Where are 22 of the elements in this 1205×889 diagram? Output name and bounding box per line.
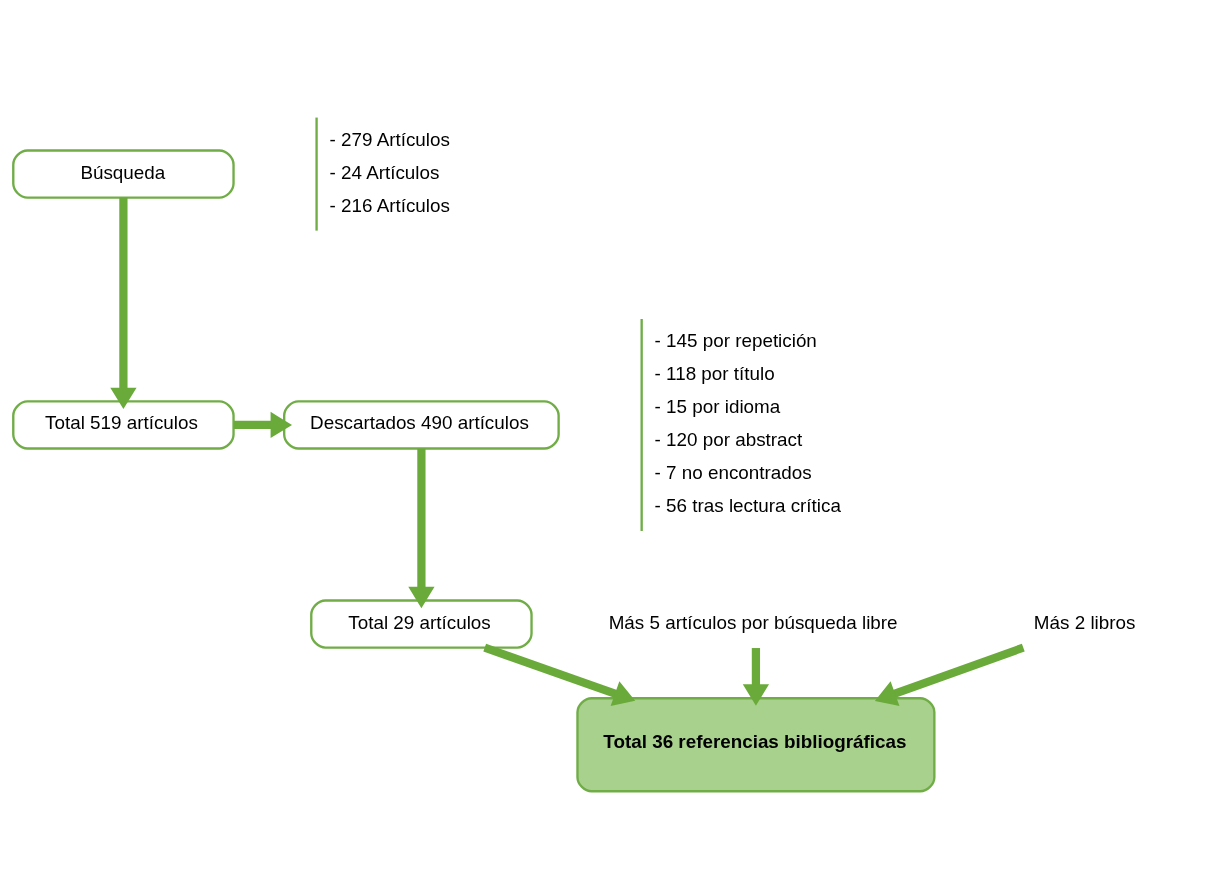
node-label: - 216 Artículos <box>329 194 450 216</box>
node-label: - 56 tras lectura crítica <box>654 494 841 516</box>
arrow <box>110 197 137 409</box>
node-label: - 118 por título <box>654 362 775 384</box>
node-box: Descartados 490 artículos <box>283 399 560 450</box>
arrow <box>234 411 293 438</box>
node-box: Total 519 artículos <box>12 399 235 450</box>
node-box: Total 36 referencias bibliográficas <box>576 696 936 792</box>
node-label: - 279 Artículos <box>329 128 450 150</box>
arrow <box>408 448 435 608</box>
arrow <box>742 647 770 706</box>
node-text: Más 2 libros <box>1033 611 1136 633</box>
node-text: Más 5 artículos por búsqueda libre <box>608 611 898 633</box>
arrow <box>483 643 636 706</box>
node-label: - 7 no encontrados <box>654 461 812 483</box>
node-label: - 120 por abstract <box>654 428 803 450</box>
node-label: - 145 por repetición <box>654 329 817 351</box>
node-box: Total 29 artículos <box>310 598 533 649</box>
node-label: - 15 por idioma <box>654 395 781 417</box>
node-box: Búsqueda <box>12 148 235 199</box>
arrow <box>874 643 1025 706</box>
node-label: - 24 Artículos <box>329 161 440 183</box>
